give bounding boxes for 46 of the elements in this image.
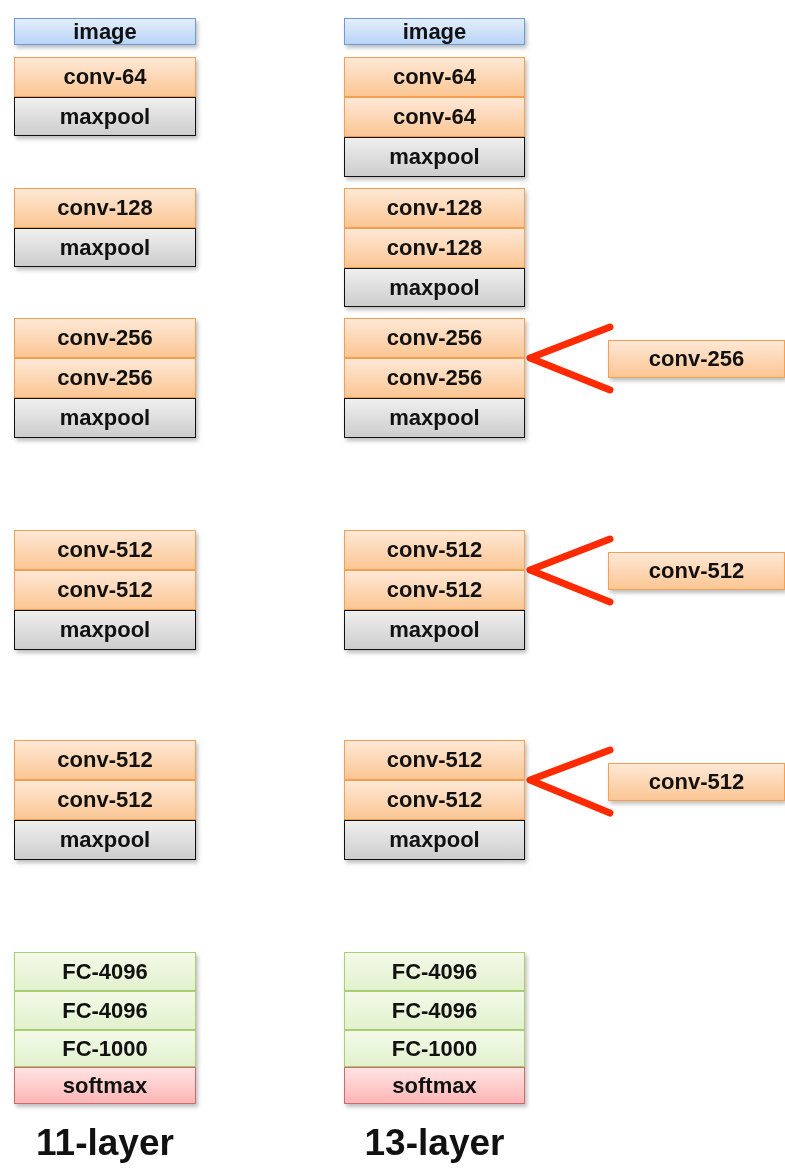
- layer-box: FC-4096: [14, 952, 196, 991]
- layer-box: conv-512: [14, 740, 196, 780]
- layer-box: image: [14, 18, 196, 45]
- layer-box: maxpool: [14, 398, 196, 438]
- layer-box: conv-512: [344, 530, 525, 570]
- layer-box: maxpool: [344, 268, 525, 307]
- layer-box: conv-128: [344, 228, 525, 268]
- layer-box: conv-512: [608, 552, 785, 590]
- insertion-chevron: [526, 323, 614, 394]
- layer-box: FC-4096: [14, 991, 196, 1030]
- column-title: 13-layer: [363, 1122, 506, 1164]
- layer-box: maxpool: [14, 228, 196, 267]
- insertion-chevron: [526, 535, 614, 606]
- layer-box: conv-512: [344, 780, 525, 820]
- layer-box: conv-512: [14, 530, 196, 570]
- layer-box: maxpool: [344, 820, 525, 860]
- layer-box: conv-512: [344, 740, 525, 780]
- layer-box: conv-512: [344, 570, 525, 610]
- layer-box: FC-1000: [344, 1030, 525, 1067]
- layer-box: conv-64: [344, 97, 525, 137]
- layer-box: maxpool: [344, 137, 525, 177]
- layer-box: conv-256: [608, 340, 785, 378]
- layer-box: FC-1000: [14, 1030, 196, 1067]
- layer-box: FC-4096: [344, 952, 525, 991]
- layer-box: softmax: [14, 1067, 196, 1104]
- layer-box: image: [344, 18, 525, 45]
- layer-box: conv-512: [14, 570, 196, 610]
- layer-box: conv-64: [344, 57, 525, 97]
- layer-box: softmax: [344, 1067, 525, 1104]
- layer-box: maxpool: [14, 820, 196, 860]
- insertion-chevron: [526, 746, 614, 817]
- layer-box: conv-256: [14, 318, 196, 358]
- layer-box: FC-4096: [344, 991, 525, 1030]
- layer-box: conv-512: [608, 763, 785, 801]
- layer-box: conv-256: [344, 318, 525, 358]
- layer-box: conv-128: [344, 188, 525, 228]
- column-title: 11-layer: [35, 1122, 175, 1164]
- layer-box: maxpool: [14, 97, 196, 136]
- layer-box: conv-256: [14, 358, 196, 398]
- layer-box: maxpool: [14, 610, 196, 650]
- layer-box: maxpool: [344, 610, 525, 650]
- layer-box: conv-256: [344, 358, 525, 398]
- layer-box: conv-128: [14, 188, 196, 228]
- layer-box: maxpool: [344, 398, 525, 438]
- layer-box: conv-64: [14, 57, 196, 97]
- layer-box: conv-512: [14, 780, 196, 820]
